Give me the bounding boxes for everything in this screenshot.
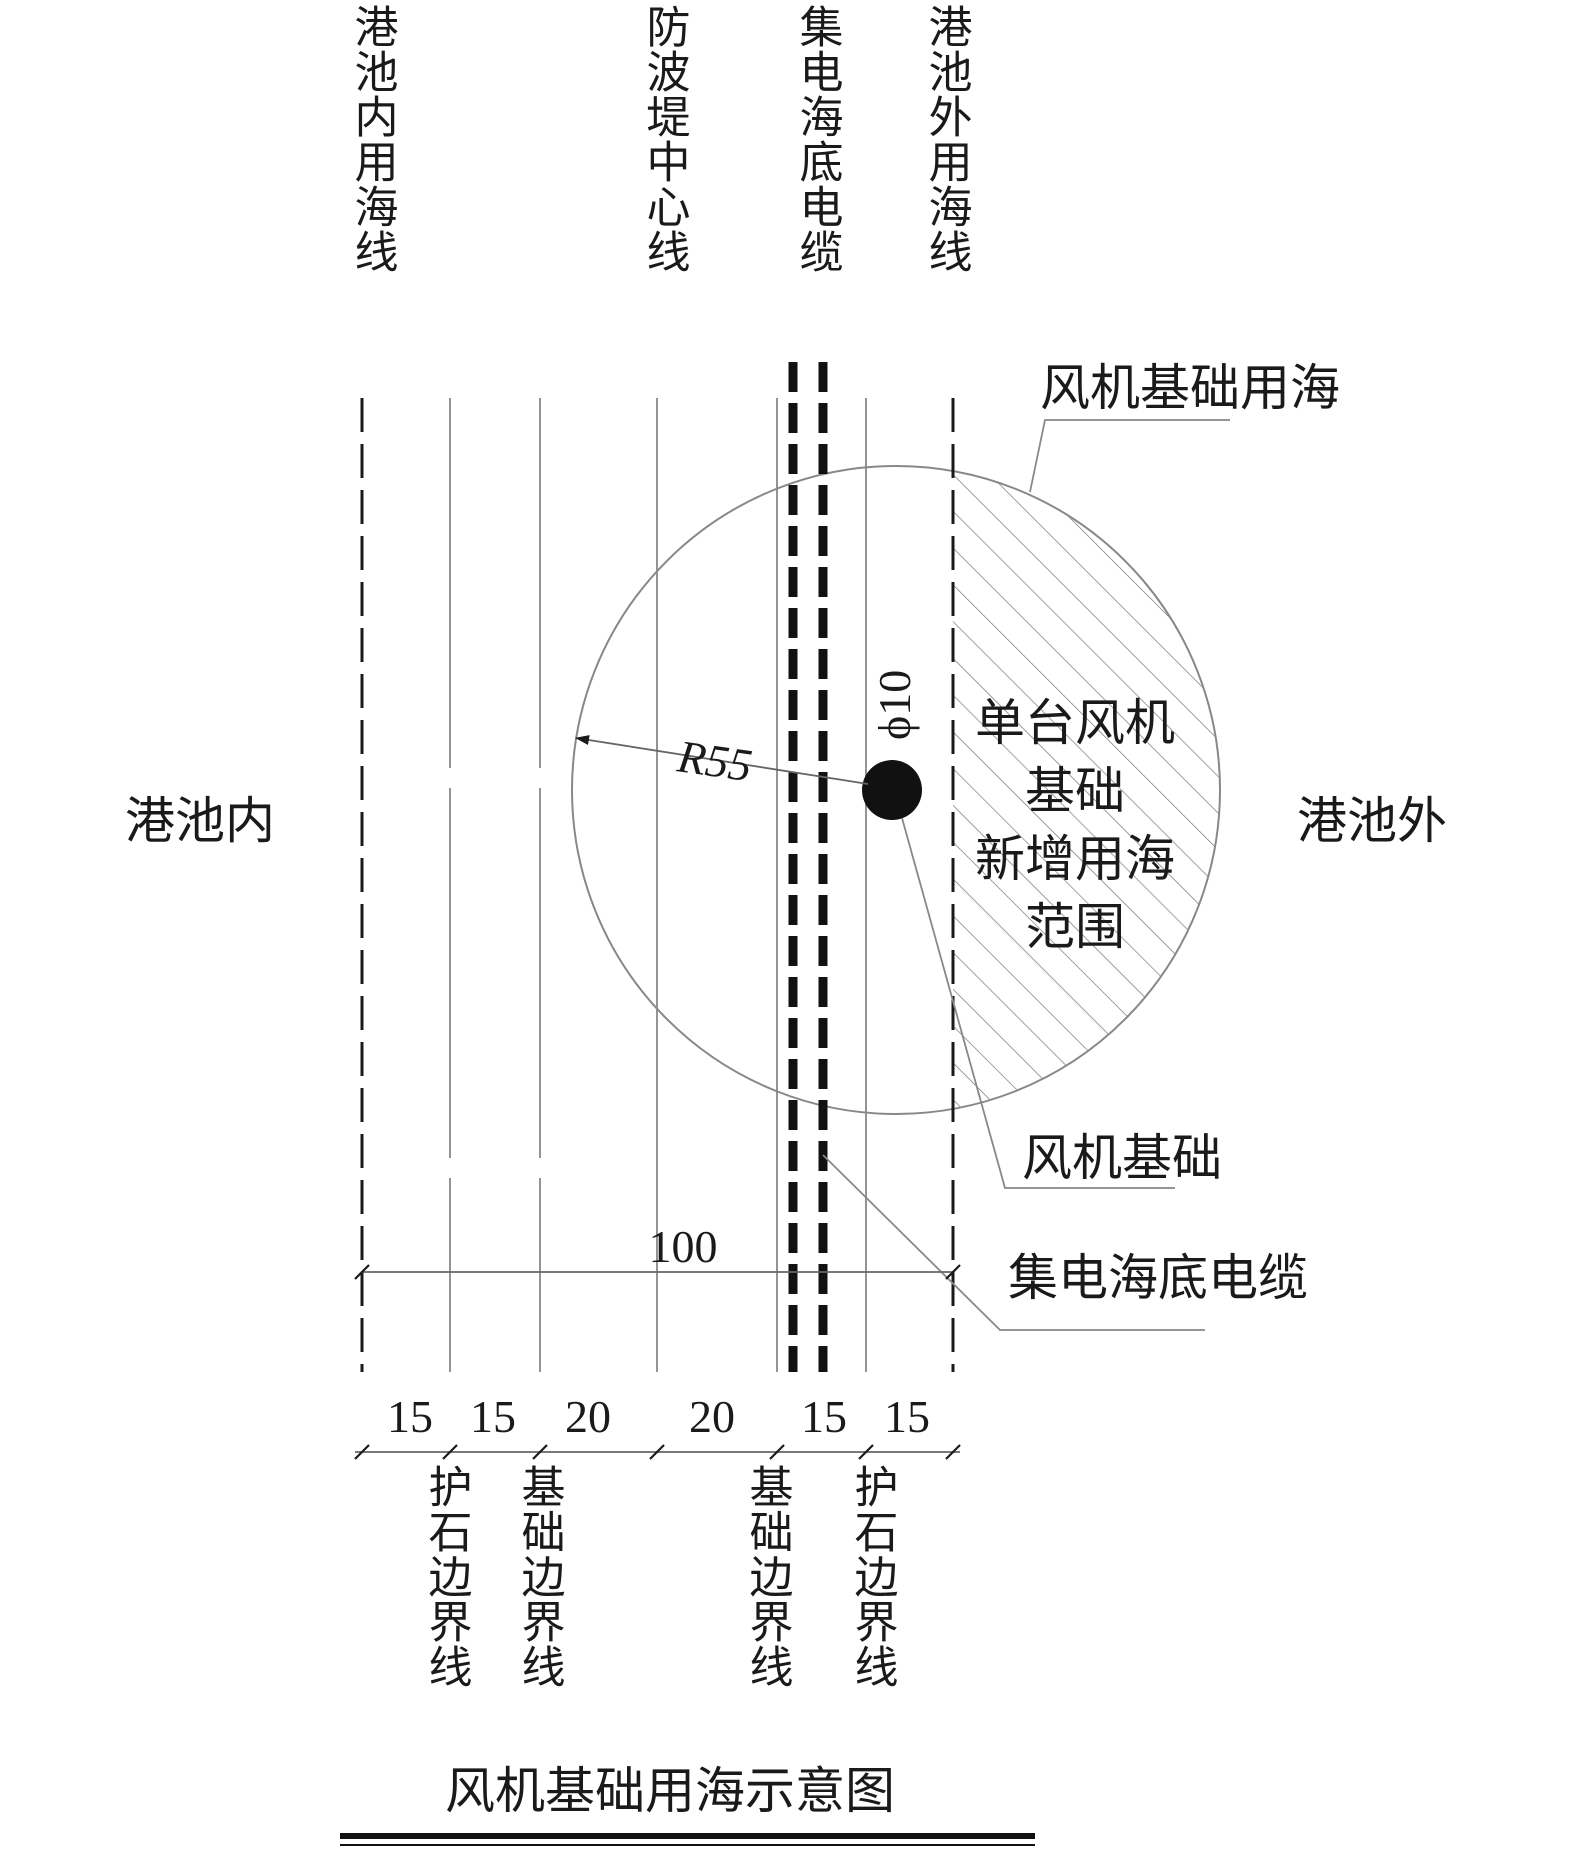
label-outer-harbor-line: 港池外用海线 xyxy=(921,4,972,274)
segment-5-label: 15 xyxy=(801,1391,847,1442)
label-inner-harbor-line: 港池内用海线 xyxy=(347,4,398,274)
label-harbor-outer: 港池外 xyxy=(1297,792,1447,850)
segment-4-label: 20 xyxy=(689,1391,735,1442)
new-area-line-4: 范围 xyxy=(1025,898,1125,956)
radius-label: R55 xyxy=(674,730,755,791)
callout-turbine-sea-use: 风机基础用海 xyxy=(1040,359,1340,417)
callout-collector-cable: 集电海底电缆 xyxy=(1008,1249,1308,1307)
segment-3-label: 20 xyxy=(565,1391,611,1442)
callout-leader-foundation xyxy=(901,817,1175,1189)
new-area-line-1: 单台风机 xyxy=(975,694,1175,752)
turbine-foundation-dot xyxy=(862,760,922,820)
total-width-tick-left xyxy=(354,1264,370,1280)
label-harbor-inner: 港池内 xyxy=(125,792,275,850)
segment-6-label: 15 xyxy=(884,1391,930,1442)
diagram-title: 风机基础用海示意图 xyxy=(445,1762,895,1820)
label-armor-boundary-right: 护石边界线 xyxy=(847,1464,898,1689)
segment-ticks xyxy=(354,1444,961,1460)
sea-use-circle xyxy=(571,465,1221,1115)
diameter-label: ϕ10 xyxy=(869,670,920,740)
label-armor-boundary-left: 护石边界线 xyxy=(421,1464,472,1689)
segment-2-label: 15 xyxy=(470,1391,516,1442)
new-area-line-3: 新增用海 xyxy=(975,830,1175,888)
new-sea-use-hatch xyxy=(953,466,1220,1114)
total-width-label: 100 xyxy=(649,1221,718,1272)
total-width-tick-right xyxy=(945,1264,961,1280)
label-foundation-boundary-left: 基础边界线 xyxy=(514,1464,565,1689)
segment-1-label: 15 xyxy=(387,1391,433,1442)
callout-turbine-foundation: 风机基础 xyxy=(1022,1129,1222,1187)
callout-leader-sea-use xyxy=(1029,419,1230,493)
new-area-line-2: 基础 xyxy=(1025,762,1125,820)
label-foundation-boundary-right: 基础边界线 xyxy=(742,1464,793,1689)
callout-leader-cable xyxy=(822,1154,1205,1331)
label-breakwater-centerline: 防波堤中心线 xyxy=(639,4,690,274)
radius-leader xyxy=(575,735,869,785)
label-collector-cable-top: 集电海底电缆 xyxy=(792,4,843,274)
